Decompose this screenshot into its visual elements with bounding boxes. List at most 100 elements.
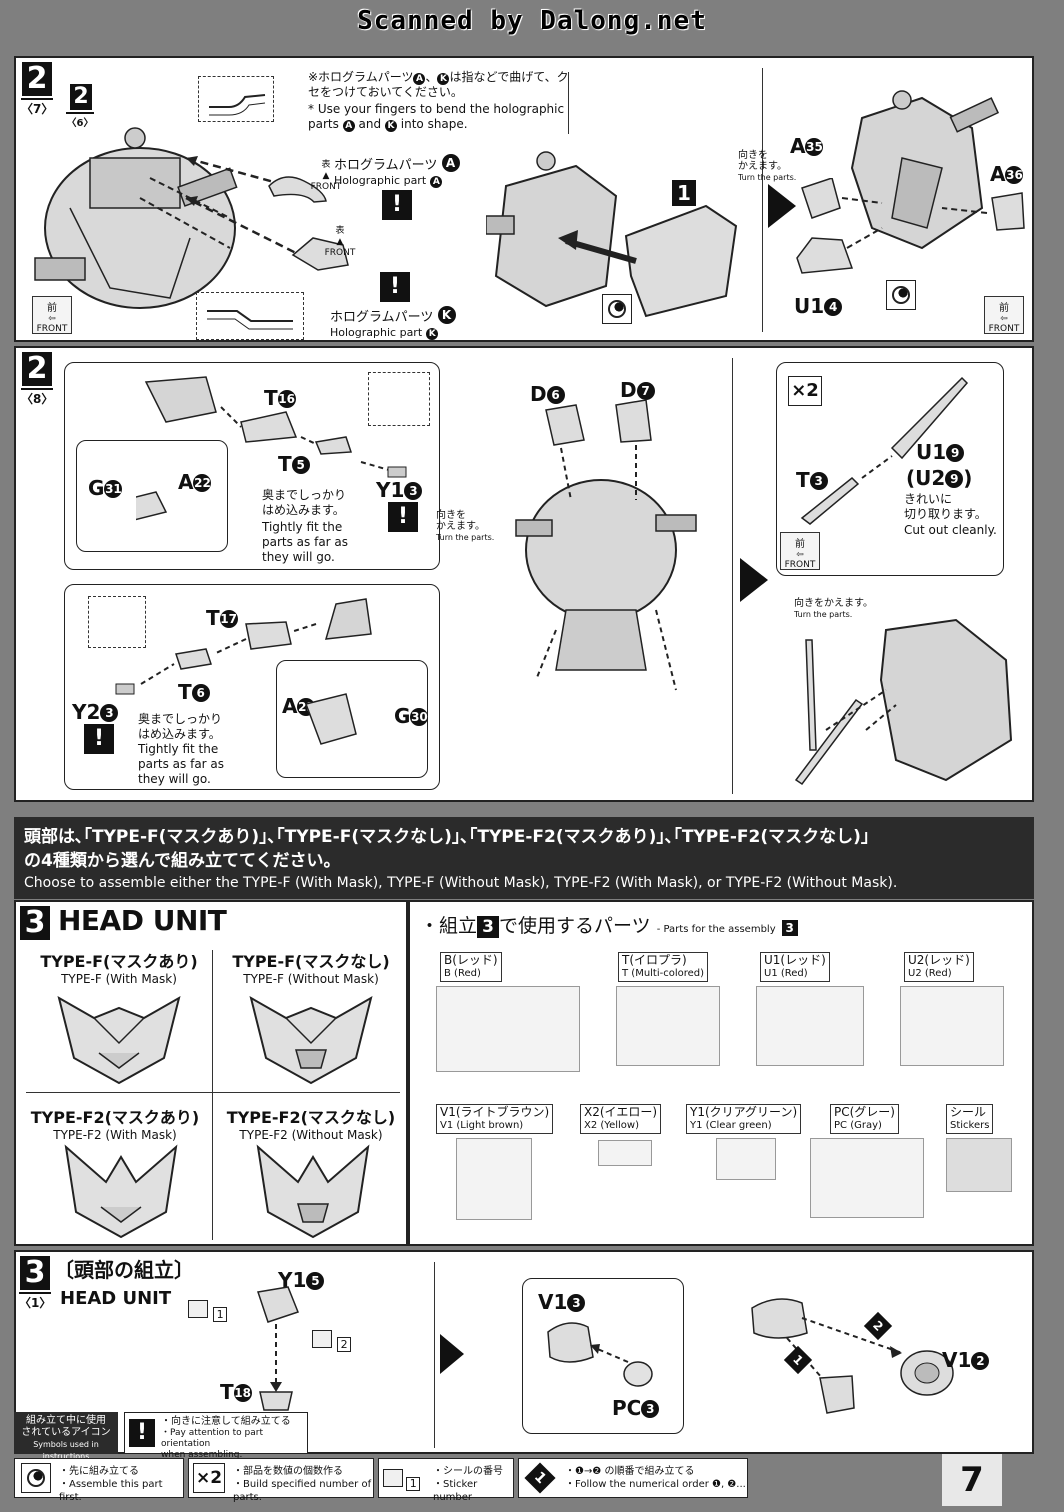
legend-build-count: ×2 ・部品を数値の個数作る・Build specified number of… bbox=[188, 1458, 374, 1503]
part-label-a35: A35 bbox=[790, 134, 824, 158]
next-arrow-icon bbox=[440, 1334, 464, 1374]
step-3-head-types-panel: 3 HEAD UNIT TYPE-F(マスクあり) TYPE-F (With M… bbox=[14, 900, 408, 1246]
assemble-first-icon bbox=[886, 280, 916, 310]
panel-divider bbox=[762, 68, 763, 332]
panel-divider bbox=[434, 1262, 435, 1448]
assemble-first-icon bbox=[21, 1463, 51, 1493]
runner-label-x2: X2(イエロー)X2 (Yellow) bbox=[580, 1104, 662, 1134]
step-number: 2 bbox=[22, 352, 52, 386]
runner-label-b: B(レッド)B (Red) bbox=[440, 952, 502, 982]
tight-fit-note-jp: 奥までしっかり はめ込みます。 bbox=[262, 488, 347, 517]
part-label-a36: A36 bbox=[990, 162, 1024, 186]
runner-t-image bbox=[616, 986, 720, 1066]
sticker-number-icon: 1 bbox=[188, 1300, 234, 1322]
head-no-mask-drawing bbox=[249, 995, 373, 1085]
warning-icon: ! bbox=[129, 1419, 155, 1447]
substep-label: 〈7〉 bbox=[21, 98, 53, 117]
sticker-detail-box bbox=[88, 596, 146, 648]
panel-divider bbox=[568, 72, 569, 134]
runner-v1-image bbox=[456, 1138, 532, 1220]
part-label-g30: G30 bbox=[394, 704, 429, 728]
head-cap-drawing bbox=[547, 1322, 653, 1387]
head-assembly-jp: 〔頭部の組立〕 bbox=[54, 1258, 194, 1282]
legend-assemble-first: ・先に組み立てる・Assemble this part first. bbox=[14, 1458, 184, 1503]
runner-label-v1: V1(ライトブラウン)V1 (Light brown) bbox=[436, 1104, 554, 1134]
watermark-text: Scanned by Dalong.net bbox=[357, 6, 707, 36]
front-direction-icon: 前⇦FRONT bbox=[780, 532, 820, 570]
order-icon: 1 bbox=[524, 1462, 556, 1494]
build-x2-icon: ×2 bbox=[193, 1463, 225, 1493]
holo-a-bend-diagram bbox=[198, 76, 274, 122]
lower-parts-drawing bbox=[115, 598, 372, 745]
head-type-f2-with-mask: TYPE-F2(マスクあり) TYPE-F2 (With Mask) bbox=[30, 1108, 200, 1142]
page-number: 7 bbox=[942, 1454, 1002, 1506]
blade-drawing bbox=[800, 376, 969, 525]
cut-note-jp: きれいに 切り取ります。 bbox=[904, 492, 987, 521]
warning-icon: ! bbox=[380, 272, 410, 302]
head-f2-mask-drawing bbox=[64, 1144, 178, 1239]
front-direction-icon: 前⇦FRONT bbox=[984, 296, 1024, 334]
ref-step-number: 2 bbox=[70, 84, 92, 110]
legend-order: 1 ・❶→❷ の順番で組み立てる・Follow the numerical or… bbox=[518, 1458, 748, 1498]
runner-u1-image bbox=[756, 986, 864, 1066]
torso-drawing-left bbox=[34, 127, 238, 309]
tight-fit-note-en: Tightly fit the parts as far as they wil… bbox=[138, 742, 225, 786]
warning-icon: ! bbox=[382, 190, 412, 220]
assemble-first-icon bbox=[602, 294, 632, 324]
build-x2-icon: ×2 bbox=[788, 376, 822, 406]
holo-part-a-shape bbox=[268, 176, 327, 203]
legend-sticker-number: 1 ・シールの番号・Sticker number bbox=[378, 1458, 514, 1503]
torso-drawing-final bbox=[794, 618, 1013, 786]
head-mask-drawing bbox=[57, 995, 181, 1085]
assembly-arrows bbox=[185, 156, 307, 260]
head-core-drawing bbox=[257, 1286, 299, 1411]
runner-u2-image bbox=[900, 986, 1004, 1066]
runner-x2-image bbox=[598, 1140, 652, 1166]
banner-en: Choose to assemble either the TYPE-F (Wi… bbox=[24, 875, 898, 891]
part-label-t16: T16 bbox=[264, 386, 296, 410]
section-title: HEAD UNIT bbox=[58, 904, 227, 937]
small-parts-drawing bbox=[796, 178, 1025, 274]
runner-b-image bbox=[436, 986, 580, 1072]
cut-note-en: Cut out cleanly. bbox=[904, 523, 997, 537]
holo-part-k-shape bbox=[291, 237, 349, 271]
letter-a-badge: A bbox=[413, 73, 426, 85]
type-divider-horizontal bbox=[26, 1092, 400, 1093]
omote-label-k: 表▲FRONT bbox=[324, 226, 356, 258]
next-arrow-icon bbox=[740, 558, 768, 602]
head-type-banner: 頭部は､｢TYPE-F(マスクあり)｣､｢TYPE-F(マスクなし)｣､｢TYP… bbox=[14, 817, 1034, 899]
panel-divider bbox=[732, 358, 733, 794]
runner-label-u2: U2(レッド)U2 (Red) bbox=[904, 952, 974, 982]
upper-parts-drawing bbox=[136, 376, 407, 521]
warning-icon: ! bbox=[388, 502, 418, 532]
turn-parts-note: 向きを かえます。Turn the parts. bbox=[738, 150, 797, 182]
torso-drawing-middle bbox=[486, 151, 738, 318]
sticker-sheet-image bbox=[946, 1138, 1012, 1192]
letter-k-badge: K bbox=[437, 73, 450, 85]
runner-pc-image bbox=[810, 1138, 924, 1218]
step-number: 2 bbox=[22, 62, 52, 96]
legend-symbols-label: 組み立て中に使用 されているアイコン Symbols used in instr… bbox=[14, 1412, 118, 1461]
step-number: 3 bbox=[20, 1256, 50, 1290]
substep-label: 〈8〉 bbox=[21, 388, 53, 407]
type-divider-vertical bbox=[212, 950, 213, 1240]
warning-icon: ! bbox=[84, 724, 114, 754]
runner-label-pc: PC(グレー)PC (Gray) bbox=[830, 1104, 899, 1134]
holo-k-bend-diagram bbox=[196, 292, 304, 340]
ref-substep-label: 〈6〉 bbox=[66, 112, 94, 129]
omote-label-a: 表▲FRONT bbox=[310, 160, 342, 192]
holo-note-en: * Use your fingers to bend the holograph… bbox=[308, 102, 565, 132]
